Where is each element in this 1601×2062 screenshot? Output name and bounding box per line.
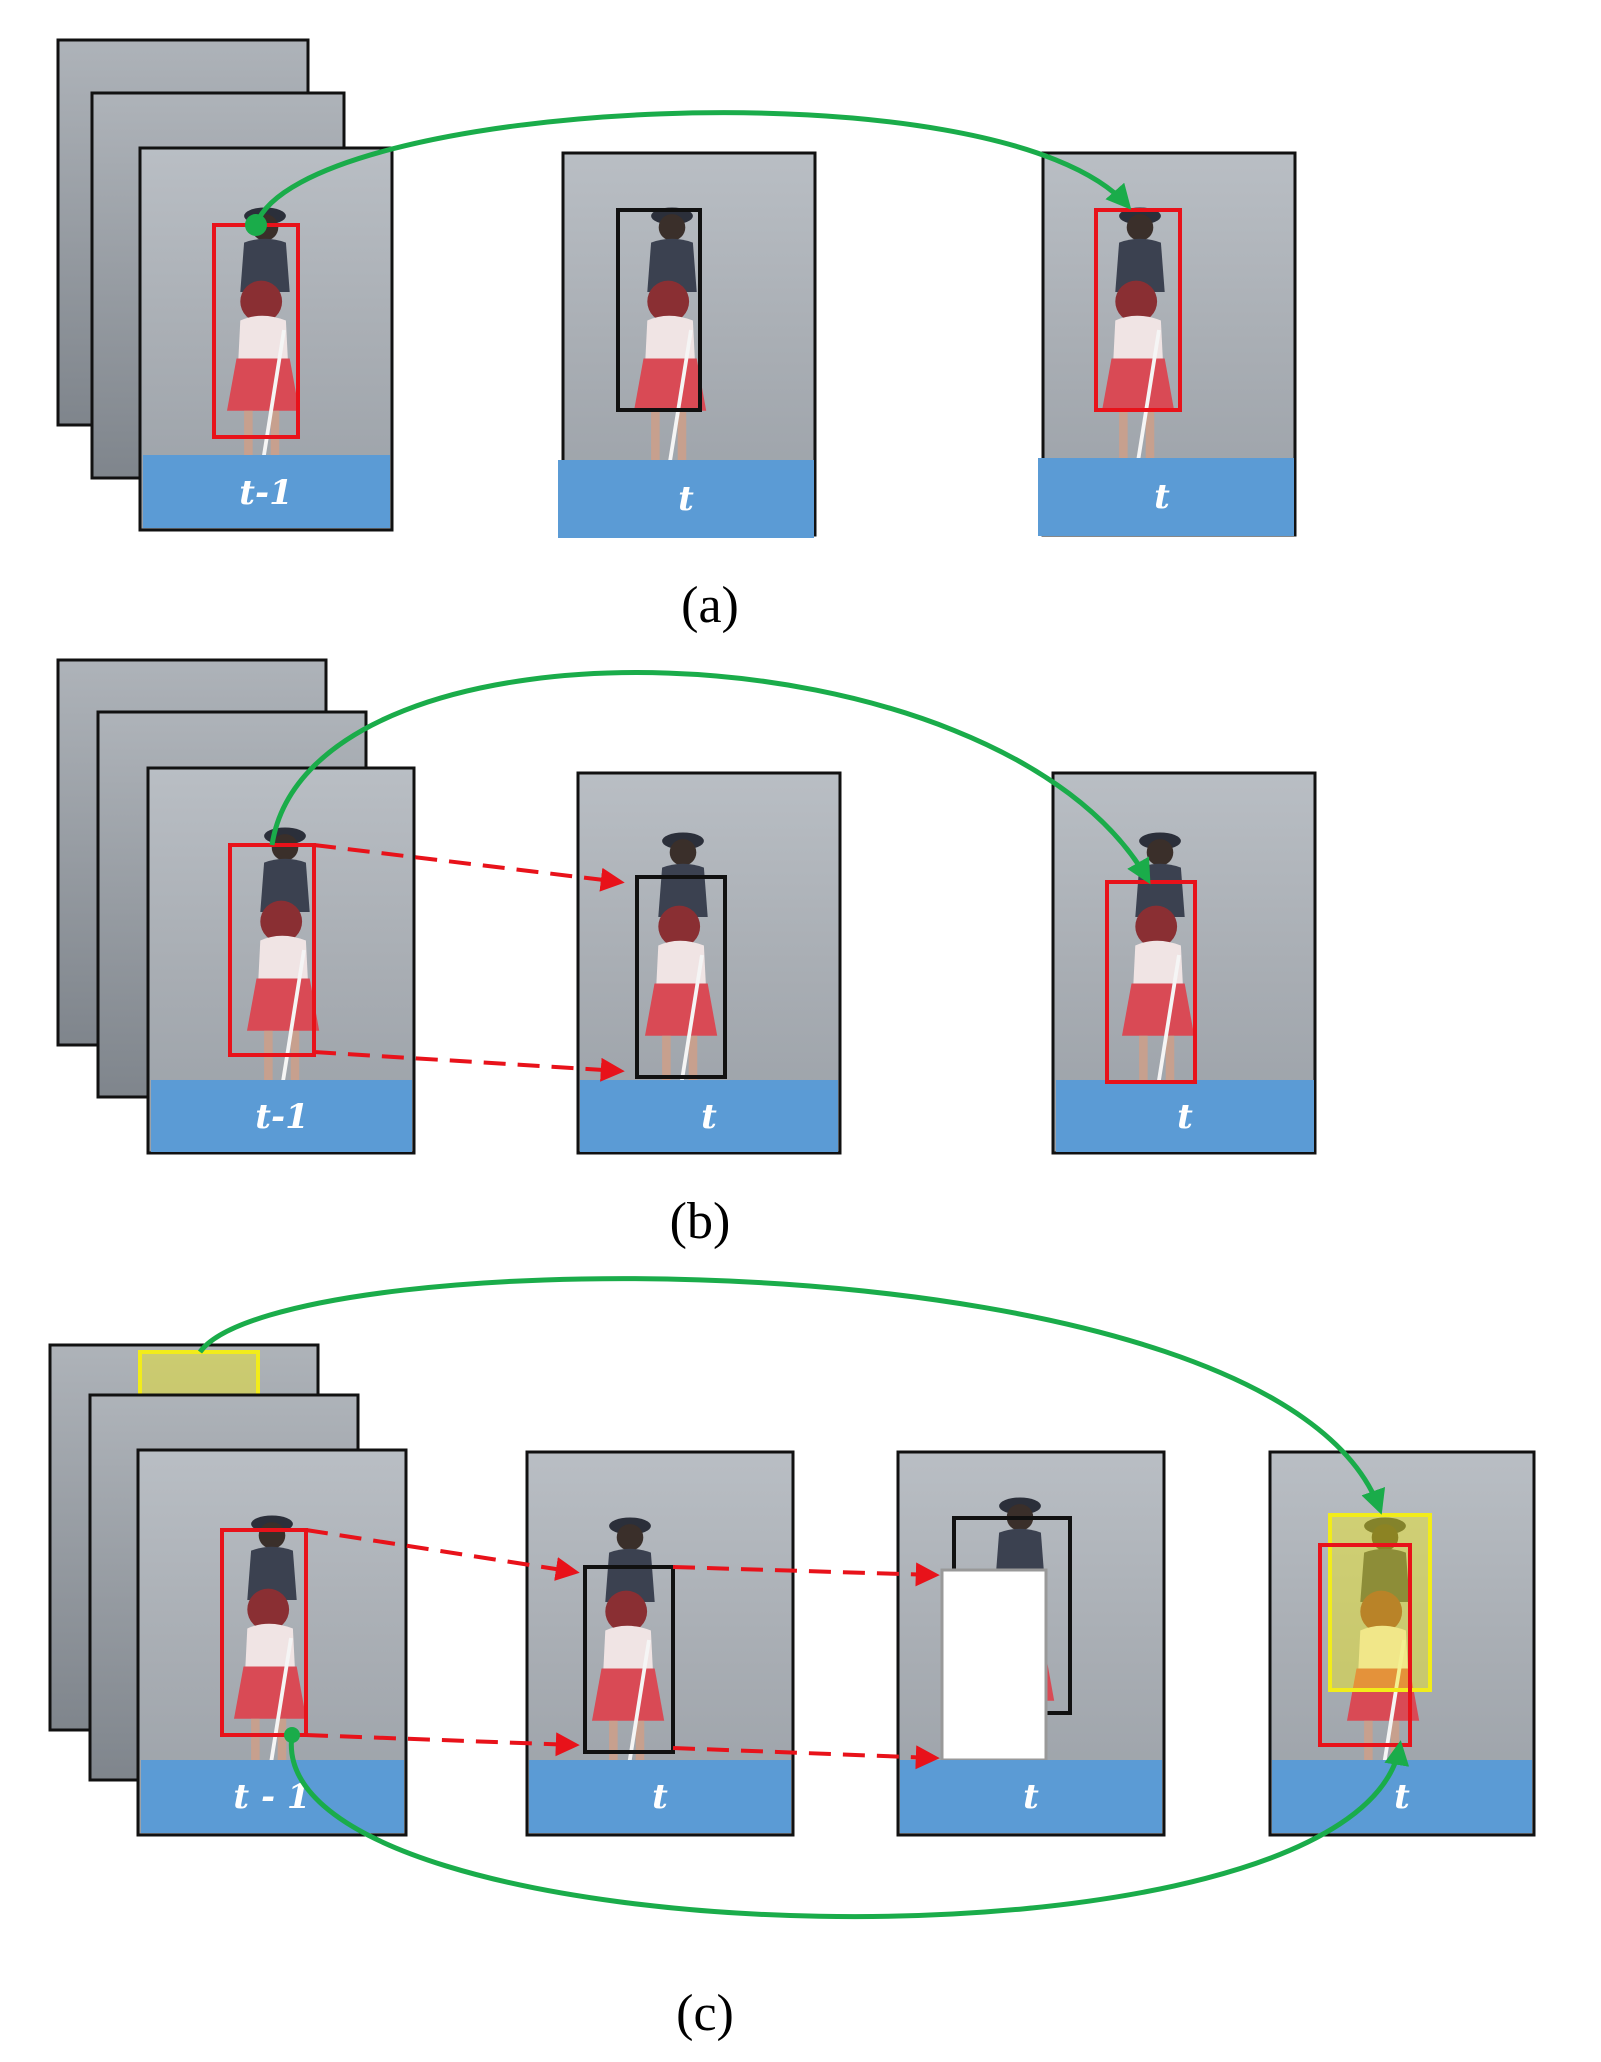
frame-label-prev: t - 1 (233, 1777, 310, 1817)
arrow-origin-dot (245, 214, 267, 236)
tracked-box (1318, 1543, 1412, 1747)
frame-label-prev: t-1 (239, 473, 292, 513)
frame-label-occluded: t (1023, 1777, 1039, 1817)
caption-a: (a) (681, 577, 739, 634)
frame-occluded: t (896, 1450, 1166, 1837)
caption-b: (b) (670, 1193, 731, 1250)
tracked-box (1094, 208, 1182, 412)
dashed-arrow-bottom-2 (672, 1745, 940, 1770)
label-bar (1056, 1080, 1314, 1152)
panel-a: t-1 t t (a) (56, 38, 1297, 634)
label-bar (580, 1080, 838, 1152)
frame-label-result: t (1394, 1777, 1410, 1817)
frame-result: t (1268, 1450, 1536, 1837)
occlusion-mask (940, 1568, 1048, 1762)
label-bar (151, 1080, 412, 1152)
dashed-correspondence-arrow-top (313, 843, 625, 892)
label-bar (1038, 458, 1294, 536)
dashed-arrow-top-1 (305, 1528, 580, 1581)
frame-result: t (1051, 771, 1317, 1155)
panel-c: t - 1 t t t (48, 1276, 1536, 2042)
frame-current: t (525, 1450, 795, 1837)
dashed-arrow-bottom-1 (305, 1732, 580, 1757)
frame-label-result: t (1154, 477, 1170, 517)
frame-label-prev: t-1 (255, 1097, 308, 1137)
green-prediction-arrow-bottom (289, 1734, 1410, 1920)
green-prediction-arrow (253, 110, 1132, 226)
frame-result: t (1038, 151, 1297, 537)
frame-label-current: t (701, 1097, 717, 1137)
caption-c: (c) (676, 1985, 734, 2042)
dashed-correspondence-arrow-bottom (313, 1050, 625, 1082)
frame-label-current: t (652, 1777, 668, 1817)
frame-prev: t - 1 (136, 1448, 408, 1837)
frame-current: t (576, 771, 842, 1155)
label-bar (900, 1760, 1162, 1833)
frame-label-result: t (1177, 1097, 1193, 1137)
tracked-box (1105, 880, 1197, 1084)
frame-prev: t-1 (146, 766, 416, 1155)
green-occlusion-arrow-top (197, 1276, 1385, 1515)
detection-box (616, 208, 702, 412)
label-bar (558, 460, 814, 538)
detection-box (635, 875, 727, 1079)
prev-bounding-box (220, 1528, 308, 1737)
label-bar (143, 455, 390, 528)
label-bar (141, 1760, 404, 1833)
dashed-arrow-top-2 (672, 1562, 940, 1587)
label-bar (1272, 1760, 1532, 1833)
detection-box (583, 1565, 675, 1754)
frame-current: t (558, 151, 817, 538)
green-prediction-arrow (269, 670, 1151, 885)
label-bar (529, 1760, 791, 1833)
panel-b: t-1 t t (b) (56, 658, 1317, 1250)
frame-label-current: t (678, 479, 694, 519)
occlusion-box-result (1328, 1513, 1432, 1692)
